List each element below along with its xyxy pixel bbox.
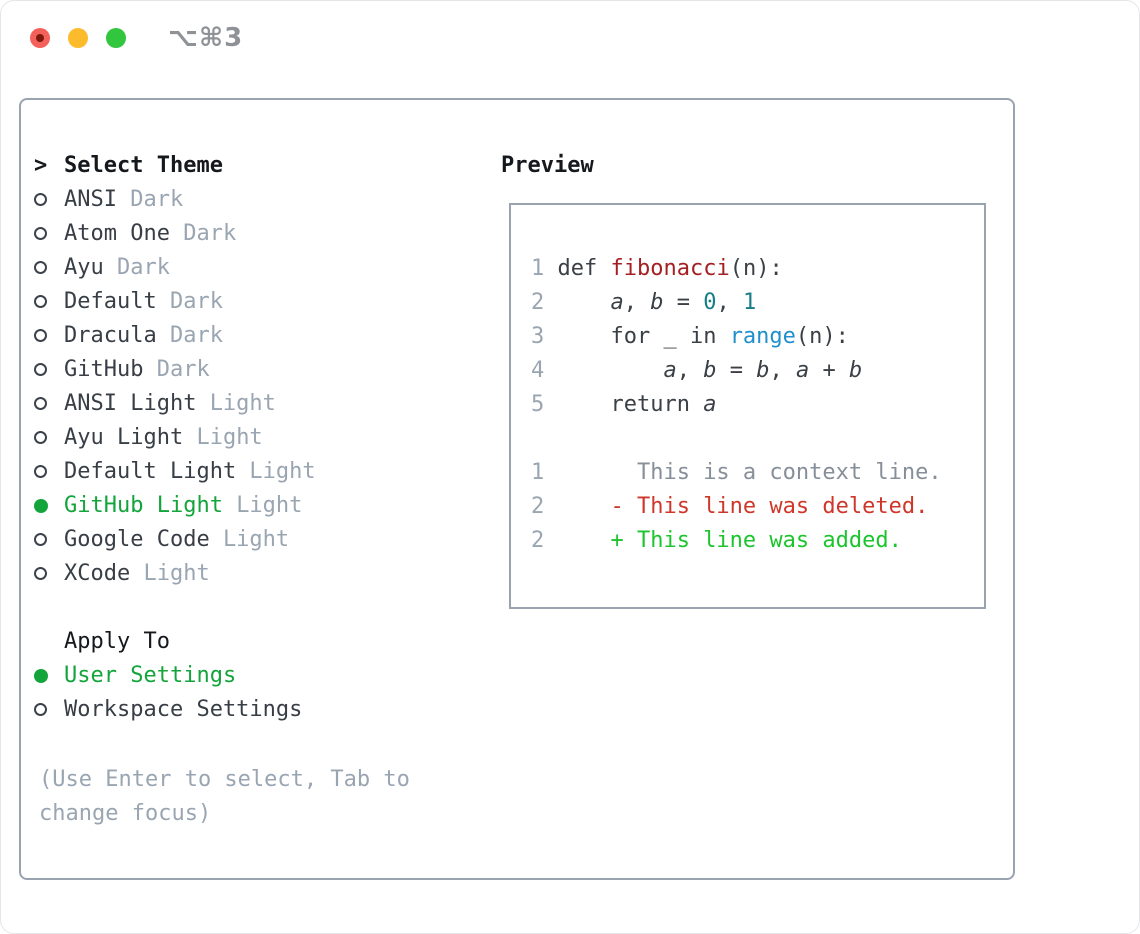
theme-name: ANSI (64, 187, 117, 212)
theme-variant: Dark (169, 289, 223, 314)
radio-unselected-icon (34, 465, 47, 478)
theme-variant: Light (236, 493, 303, 518)
theme-name: Ayu (64, 255, 104, 280)
radio-unselected-icon (34, 227, 47, 240)
theme-option-atom-one-dark[interactable]: Atom One Dark (34, 217, 316, 251)
theme-variant: Light (222, 527, 290, 552)
theme-name: Google Code (64, 527, 210, 552)
diff-deleted-line: 2 - This line was deleted. (531, 494, 929, 519)
code-line: 1 def fibonacci(n): (531, 256, 783, 281)
theme-option-github-light[interactable]: GitHub Light Light (34, 489, 316, 523)
theme-name: Default (64, 289, 157, 314)
keyboard-shortcut-label: ⌥⌘3 (168, 23, 244, 53)
theme-variant: Light (196, 425, 263, 450)
theme-name: GitHub Light (64, 493, 223, 518)
line-number: 1 (531, 460, 545, 485)
theme-option-ansi-dark[interactable]: ANSI Dark (34, 183, 316, 217)
theme-variant: Light (143, 561, 210, 586)
apply-option-label: User Settings (64, 663, 237, 688)
code-line: 2 a, b = 0, 1 (531, 290, 757, 315)
radio-unselected-icon (34, 533, 47, 546)
hint-text: (Use Enter to select, Tab to change focu… (39, 767, 410, 826)
diff-added-line: 2 + This line was added. (531, 528, 902, 553)
theme-name: GitHub (64, 357, 144, 382)
record-dot-icon (36, 34, 44, 42)
theme-option-xcode[interactable]: XCode Light (34, 557, 316, 591)
radio-unselected-icon (34, 703, 47, 716)
code-line: 5 return a (531, 392, 717, 417)
radio-unselected-icon (34, 295, 47, 308)
line-number: 4 (531, 358, 545, 383)
preview-box: 1 def fibonacci(n): 2 a, b = 0, 1 3 for … (509, 203, 986, 609)
theme-name: ANSI Light (64, 391, 197, 416)
apply-to-title: Apply To (64, 629, 170, 654)
builtin-call-token: range (729, 324, 796, 349)
theme-option-ansi-light[interactable]: ANSI Light Light (34, 387, 316, 421)
window-titlebar: ⌥⌘3 (1, 1, 1139, 71)
function-name-token: fibonacci (610, 256, 730, 281)
theme-variant: Dark (169, 323, 223, 348)
line-number: 2 (531, 494, 545, 519)
theme-option-dracula-dark[interactable]: Dracula Dark (34, 319, 316, 353)
theme-variant: Dark (156, 357, 210, 382)
apply-to-header: Apply To (34, 625, 316, 659)
theme-variant: Light (249, 459, 316, 484)
theme-name: Ayu Light (64, 425, 184, 450)
theme-variant: Dark (130, 187, 184, 212)
line-number: 3 (531, 324, 545, 349)
radio-unselected-icon (34, 261, 47, 274)
line-number: 2 (531, 528, 545, 553)
theme-name: XCode (64, 561, 131, 586)
minimize-button[interactable] (68, 28, 88, 48)
theme-option-github-dark[interactable]: GitHub Dark (34, 353, 316, 387)
theme-option-default-dark[interactable]: Default Dark (34, 285, 316, 319)
theme-name: Dracula (64, 323, 157, 348)
number-token: 1 (742, 290, 757, 315)
code-line: 4 a, b = b, a + b (531, 358, 863, 383)
radio-unselected-icon (34, 193, 47, 206)
theme-variant: Dark (183, 221, 237, 246)
theme-variant: Light (209, 391, 276, 416)
theme-list-title: Select Theme (64, 153, 223, 178)
apply-option-user-settings[interactable]: User Settings (34, 659, 316, 693)
theme-option-ayu-light[interactable]: Ayu Light Light (34, 421, 316, 455)
diff-context-line: 1 This is a context line. (531, 460, 942, 485)
radio-unselected-icon (34, 363, 47, 376)
apply-option-label: Workspace Settings (64, 697, 303, 722)
number-token: 0 (703, 290, 717, 315)
theme-variant: Dark (116, 255, 170, 280)
radio-unselected-icon (34, 431, 47, 444)
radio-selected-icon (34, 499, 48, 513)
select-theme-header: > Select Theme (34, 149, 316, 183)
theme-name: Default Light (64, 459, 237, 484)
line-number: 2 (531, 290, 545, 315)
theme-name: Atom One (64, 221, 170, 246)
close-button[interactable] (30, 28, 50, 48)
radio-unselected-icon (34, 329, 47, 342)
cursor-icon: > (34, 153, 48, 178)
code-line: 3 for _ in range(n): (531, 324, 849, 349)
theme-option-google-code[interactable]: Google Code Light (34, 523, 316, 557)
maximize-button[interactable] (106, 28, 126, 48)
line-number: 5 (531, 392, 545, 417)
radio-unselected-icon (34, 567, 47, 580)
radio-unselected-icon (34, 397, 47, 410)
apply-option-workspace-settings[interactable]: Workspace Settings (34, 693, 316, 727)
line-number: 1 (531, 256, 545, 281)
theme-option-default-light[interactable]: Default Light Light (34, 455, 316, 489)
preview-title: Preview (501, 153, 594, 178)
theme-option-ayu-dark[interactable]: Ayu Dark (34, 251, 316, 285)
radio-selected-icon (34, 669, 48, 683)
